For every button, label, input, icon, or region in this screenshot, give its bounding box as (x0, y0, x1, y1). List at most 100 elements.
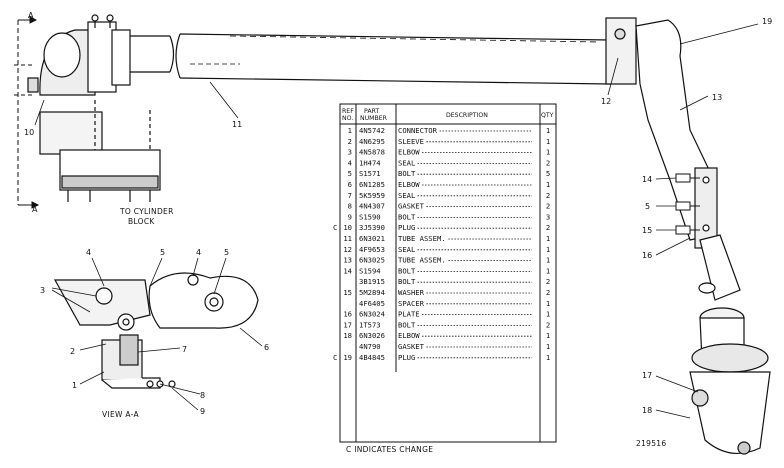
cell-part-number: S1571 (359, 169, 381, 178)
cell-qty: 2 (546, 191, 550, 200)
leader-lines (34, 23, 759, 419)
cell-part-number: 4N4307 (359, 202, 385, 211)
cell-description: PLUG (398, 353, 415, 362)
callout-2: 2 (70, 347, 75, 356)
cell-qty: 1 (546, 234, 550, 243)
callout-7: 7 (182, 345, 187, 354)
cell-ref: 11 (343, 234, 352, 243)
cell-description: SEAL (398, 191, 415, 200)
cell-part-number: 6N3025 (359, 256, 385, 265)
cell-ref: 8 (348, 202, 352, 211)
caption-indicates-change: C INDICATES CHANGE (346, 445, 433, 454)
cell-ref: 10 (343, 223, 352, 232)
cell-qty: 2 (546, 158, 550, 167)
cell-part-number: 6N3021 (359, 234, 385, 243)
cell-ref: 7 (348, 191, 352, 200)
callout-4-right: 4 (196, 248, 201, 257)
section-label-bottom: A (32, 205, 38, 214)
callout-4-left: 4 (86, 248, 91, 257)
cell-description: SLEEVE (398, 137, 424, 146)
callout-8: 8 (200, 391, 205, 400)
cell-qty: 2 (546, 202, 550, 211)
cell-qty: 1 (546, 256, 550, 265)
cell-description: ELBOW (398, 148, 420, 157)
cell-qty: 1 (546, 266, 550, 275)
cell-description: PLATE (398, 310, 420, 319)
caption-view-aa: VIEW A-A (102, 410, 139, 419)
callout-16: 16 (642, 251, 652, 260)
drawing-number: 219516 (636, 439, 666, 448)
cell-description: ELBOW (398, 331, 420, 340)
cell-part-number: 4N5742 (359, 126, 385, 135)
header-part-line1: PART (364, 108, 379, 115)
cell-description: BOLT (398, 169, 416, 178)
cell-part-number: 3J5390 (359, 223, 385, 232)
cell-part-number: 6N3024 (359, 310, 385, 319)
section-label-top: A (28, 11, 34, 20)
cell-description: PLUG (398, 223, 415, 232)
cell-qty: 1 (546, 148, 550, 157)
cell-ref: 6 (348, 180, 352, 189)
cell-ref: 5 (348, 169, 352, 178)
cell-ref: 12 (343, 245, 352, 254)
cell-ref: 17 (343, 320, 352, 329)
cell-ref: 14 (343, 266, 352, 275)
cell-qty: 1 (546, 353, 550, 362)
callout-12: 12 (601, 97, 611, 106)
caption-to-cylinder-line1: TO CYLINDER (119, 207, 174, 216)
cell-qty: 2 (546, 223, 550, 232)
callout-3: 3 (40, 286, 45, 295)
cell-ref: 3 (348, 148, 352, 157)
cell-qty: 5 (546, 169, 550, 178)
header-qty: QTY (541, 112, 554, 119)
callout-5-right: 5 (645, 202, 650, 211)
cell-qty: 1 (546, 126, 550, 135)
cell-description: ELBOW (398, 180, 420, 189)
cell-qty: 1 (546, 180, 550, 189)
tube-assembly-13 (605, 17, 741, 301)
cell-ref: 13 (343, 256, 352, 265)
cell-qty: 1 (546, 331, 550, 340)
callout-17: 17 (642, 371, 652, 380)
cell-part-number: 1T573 (359, 320, 381, 329)
callout-11: 11 (232, 120, 242, 129)
header-ref-line1: REF (342, 108, 354, 115)
cell-description: WASHER (398, 288, 425, 297)
cell-description: SEAL (398, 158, 415, 167)
elbow-assembly (27, 14, 161, 202)
change-marker: C (333, 353, 337, 362)
cell-ref: 16 (343, 310, 352, 319)
cell-description: BOLT (398, 277, 416, 286)
cell-part-number: 4F9653 (359, 245, 385, 254)
cell-part-number: 4N790 (359, 342, 381, 351)
cell-qty: 2 (546, 320, 550, 329)
cell-qty: 1 (546, 310, 550, 319)
cell-part-number: 4F6405 (359, 299, 385, 308)
cell-description: TUBE ASSEM. (398, 234, 446, 243)
caption-to-cylinder-line2: BLOCK (128, 217, 155, 226)
cell-description: BOLT (398, 266, 416, 275)
cell-ref: 1 (348, 126, 352, 135)
cell-part-number: 6N1285 (359, 180, 385, 189)
callout-9: 9 (200, 407, 205, 416)
change-marker: C (333, 223, 337, 232)
callout-6: 6 (264, 343, 269, 352)
section-marker-a (14, 16, 40, 209)
cell-qty: 2 (546, 288, 550, 297)
header-ref-line2: NO. (342, 115, 353, 122)
cell-qty: 1 (546, 245, 550, 254)
callout-19: 19 (762, 17, 772, 26)
cell-part-number: 3B1915 (359, 277, 385, 286)
cell-part-number: S1594 (359, 266, 381, 275)
callout-5-mid: 5 (224, 248, 229, 257)
cell-ref: 2 (348, 137, 352, 146)
callout-5-left: 5 (160, 248, 165, 257)
cell-part-number: 6N3026 (359, 331, 385, 340)
cell-qty: 3 (546, 212, 550, 221)
cell-ref: 19 (343, 353, 352, 362)
callout-10: 10 (24, 128, 34, 137)
cell-qty: 1 (546, 137, 550, 146)
